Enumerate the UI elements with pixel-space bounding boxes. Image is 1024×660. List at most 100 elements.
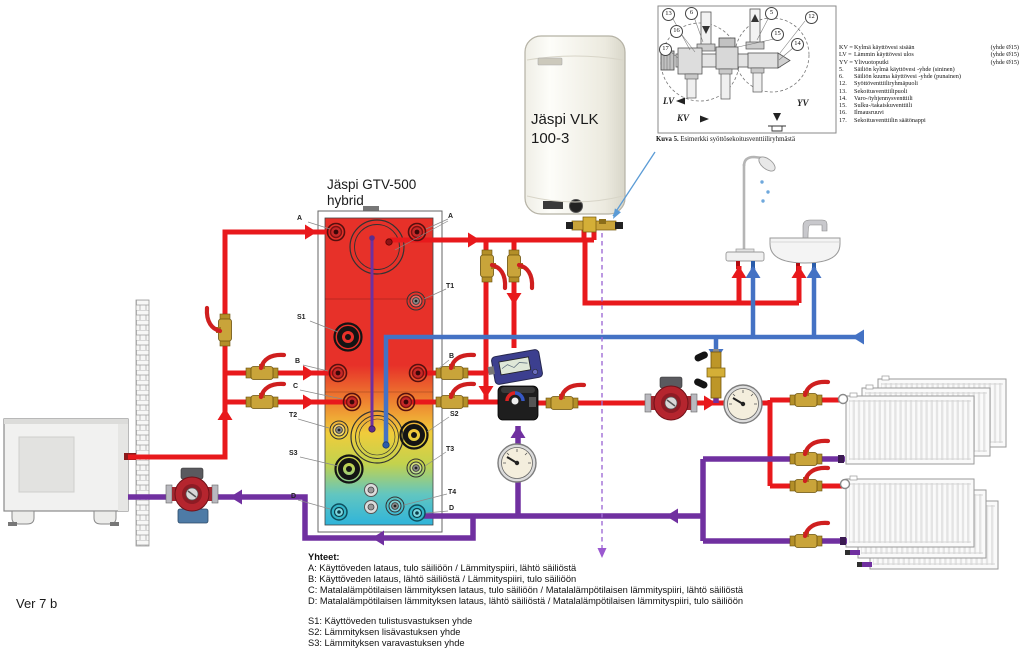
legend-row: LV =Lämmin käyttövesi ulos (yhde Ø15) <box>839 51 1019 58</box>
heater-title-line2: 100-3 <box>531 130 570 147</box>
port-D-left <box>330 503 348 521</box>
heater-display <box>543 201 563 209</box>
callout-12: 12 <box>805 11 818 24</box>
circulation-pump-boiler <box>165 467 219 524</box>
port-T3 <box>406 458 426 478</box>
radiator-group-upper <box>845 375 1007 465</box>
legend-text: Sulku-/takaiskuventtiili <box>854 102 913 109</box>
callout-6: 6 <box>685 7 698 20</box>
inset-valve-drawing <box>660 8 810 132</box>
port-label-s2: S2 <box>450 411 459 418</box>
inset-box <box>657 5 837 134</box>
legend-key: 14. <box>839 94 847 102</box>
ball-valve <box>246 355 284 380</box>
ball-valve <box>481 250 506 288</box>
version-label: Ver 7 b <box>16 596 58 611</box>
water-heater <box>524 35 626 215</box>
legend-text: Kylmä käyttövesi sisään <box>854 44 915 51</box>
port-B-right <box>408 363 428 383</box>
port-label-s3: S3 <box>289 450 298 457</box>
legend-key: 5. <box>839 65 844 73</box>
legend-row: 13. Sekoitusventtiilipuoli <box>839 88 1019 95</box>
ball-valve <box>246 384 284 409</box>
legend-text: Sekoitusventtiilin säätönappi <box>854 116 926 124</box>
tank-title-line2: hybrid <box>327 193 364 208</box>
legend-row: 16. Ilmausruuvi <box>839 109 1019 116</box>
legend-text: Sekoitusventtiilipuoli <box>854 87 908 95</box>
port-label-a-right: A <box>448 213 454 220</box>
legend-key: 12. <box>839 80 847 88</box>
callout-13: 13 <box>662 8 675 21</box>
legend-key: YV = <box>839 58 853 66</box>
legend-key: 6. <box>839 73 844 80</box>
legend-key: LV = <box>839 51 852 59</box>
legend-key: 15. <box>839 102 847 109</box>
ball-valve <box>207 308 232 346</box>
water-drop <box>766 190 770 194</box>
legend-key: KV = <box>839 44 853 51</box>
legend-line-s3: S3: Lämmityksen varavastuksen yhde <box>308 638 465 648</box>
callout-14: 14 <box>791 38 804 51</box>
mixing-valve-actuator <box>497 385 539 421</box>
manhole-bottom <box>350 410 404 464</box>
port-B-left <box>328 363 348 383</box>
inset-label-yv: YV <box>797 98 809 108</box>
port-label-d-left: D <box>291 493 297 500</box>
callout-17: 17 <box>659 43 672 56</box>
water-drop <box>760 180 764 184</box>
legend-line-a: A: Käyttöveden lataus, tulo säiliöön / L… <box>308 563 577 573</box>
port-T4 <box>385 496 405 516</box>
legend-line-d: D: Matalalämpötilaisen lämmityksen latau… <box>308 596 744 606</box>
port-T2 <box>329 420 349 440</box>
port-S3 <box>336 456 363 483</box>
port-label-s1: S1 <box>297 314 306 321</box>
legend-key: 13. <box>839 87 847 95</box>
controller-display <box>498 356 532 376</box>
label-leader-lines <box>297 218 450 514</box>
port-label-b-left: B <box>295 358 301 365</box>
legend-note: (yhde Ø15) <box>990 51 1019 59</box>
radiator-panel <box>845 475 975 548</box>
legend-text: Lämmin käyttövesi ulos <box>854 51 914 59</box>
radiator-connection <box>837 393 849 405</box>
radiator-connection <box>839 478 851 490</box>
radiator-panel <box>845 392 975 465</box>
overflow-dashed-line <box>597 233 607 558</box>
boiler-unit <box>3 418 129 526</box>
legend-key: 16. <box>839 109 847 117</box>
annotation-arrow <box>612 151 656 219</box>
heating-controller <box>487 349 543 385</box>
legend-row: 15. Sulku-/takaiskuventtiili <box>839 102 1019 109</box>
legend-text: Ilmausruuvi <box>854 109 884 117</box>
water-drop <box>761 199 765 203</box>
legend-line-s2: S2: Lämmityksen lisävastuksen yhde <box>308 627 461 637</box>
heater-logo <box>537 57 563 66</box>
legend-note: (yhde Ø15) <box>990 44 1019 51</box>
ball-valve <box>790 523 828 548</box>
connections-legend: Yhteet: A: Käyttöveden lataus, tulo säil… <box>308 552 743 649</box>
port-label-t2: T2 <box>289 412 298 419</box>
tank-title-line1: Jäspi GTV-500 <box>327 177 417 192</box>
port-C-left <box>342 392 362 412</box>
port-label-b-right: B <box>449 353 455 360</box>
port-D-right <box>408 504 426 522</box>
port-S2 <box>401 422 428 449</box>
callout-5: 5 <box>765 7 778 20</box>
legend-line-s1: S1: Käyttöveden tulistusvastuksen yhde <box>308 616 473 626</box>
port-aux-lower <box>364 500 378 514</box>
legend-text: Varo-/tyhjennysventtiili <box>854 94 913 102</box>
faucet <box>802 219 828 239</box>
legend-row: 5.Säiliön kylmä käyttövesi -yhde (sinine… <box>839 66 1019 73</box>
port-label-t4: T4 <box>448 489 457 496</box>
port-label-d-right: D <box>449 505 455 512</box>
inset-caption-rest: Esimerkki syöttösekoitusventtiiliryhmäst… <box>678 136 795 143</box>
port-T1 <box>406 291 426 311</box>
legend-row: 17.Sekoitusventtiilin säätönappi <box>839 117 1019 124</box>
circulation-pump-heating <box>644 376 698 421</box>
port-label-t1: T1 <box>446 283 455 290</box>
legend-row: 12.Syöttöventtiiliryhmäpuoli <box>839 80 1019 87</box>
legend-row: 14. Varo-/tyhjennysventtiili <box>839 95 1019 102</box>
tank-internal-lines <box>368 235 393 433</box>
thermometer-gauge <box>723 384 763 424</box>
